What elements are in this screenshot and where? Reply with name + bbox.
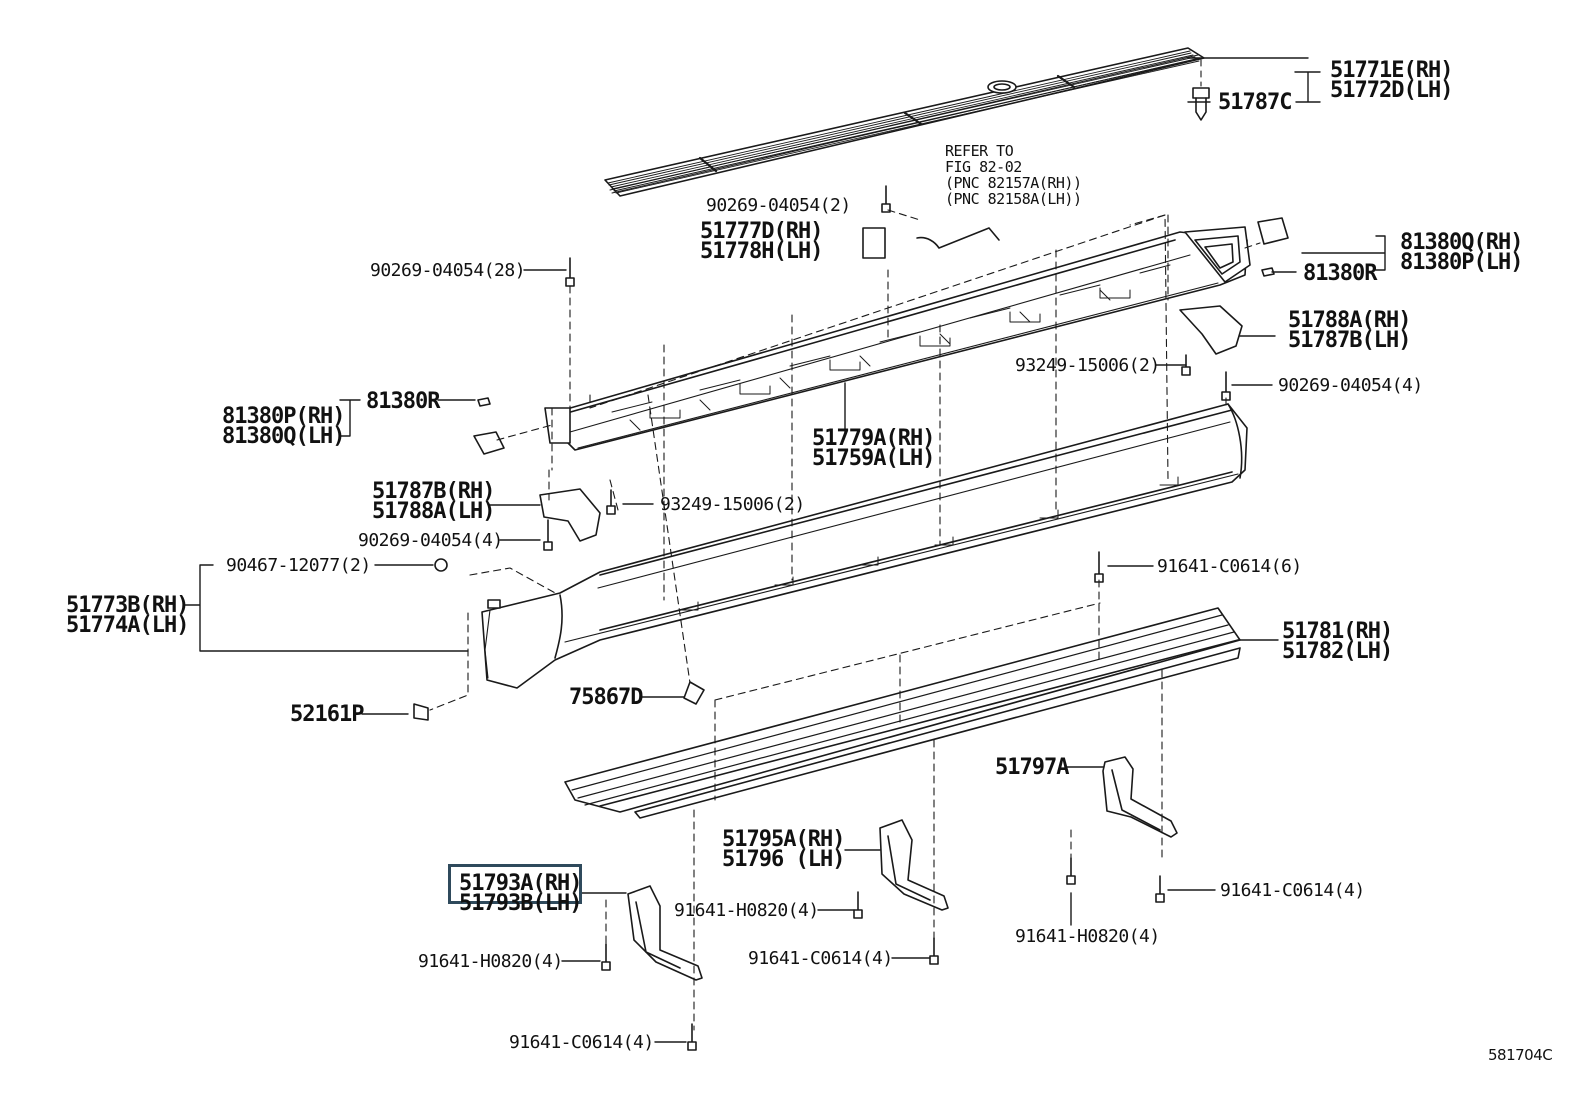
callout-90467-12077: 90467-12077(2)	[226, 556, 371, 575]
callout-line: 81380P(LH)	[1400, 250, 1523, 275]
callout-line: 51793B(LH)	[459, 891, 582, 916]
callout-line: 51795A(RH)	[722, 827, 845, 852]
callout-line: 51771E(RH)	[1330, 58, 1453, 83]
callout-line: 90269-04054(28)	[370, 260, 526, 281]
callout-line: 91641-C0614(4)	[748, 948, 893, 969]
callout-90269-04054-2-top: 90269-04054(2)	[706, 196, 851, 215]
callout-line: 51774A(LH)	[66, 613, 189, 638]
callout-line: 51773B(RH)	[66, 593, 189, 618]
callout-line: (PNC 82158A(LH))	[945, 190, 1082, 208]
callout-93249-15006-left: 93249-15006(2)	[660, 495, 805, 514]
fasteners-illustration	[413, 185, 1289, 1051]
callout-line: 93249-15006(2)	[660, 494, 805, 515]
callout-81380r-bulb-right: 81380R	[1303, 261, 1377, 286]
callout-line: 90269-04054(2)	[706, 195, 851, 216]
callout-line: 90467-12077(2)	[226, 555, 371, 576]
callout-line: 51788A(RH)	[1288, 308, 1411, 333]
callout-91641-h0820-left: 91641-H0820(4)	[418, 952, 563, 971]
callout-line: REFER TO	[945, 142, 1014, 160]
callout-91641-h0820-mid: 91641-H0820(4)	[674, 901, 819, 920]
running-board-illustration	[564, 607, 1241, 819]
callout-line: 51779A(RH)	[812, 426, 935, 451]
callout-91641-c0614-mid: 91641-C0614(4)	[748, 949, 893, 968]
callout-52161p: 52161P	[290, 702, 364, 727]
figure-code: 581704C	[1488, 1046, 1553, 1064]
bracket-51795A-illustration	[879, 819, 949, 911]
alignment-lines	[429, 209, 1261, 1031]
callout-91641-h0820-right: 91641-H0820(4)	[1015, 927, 1160, 946]
callout-line: 91641-H0820(4)	[674, 900, 819, 921]
callout-line: 51782(LH)	[1282, 639, 1393, 664]
callout-51787c-clip: 51787C	[1218, 90, 1292, 115]
callout-line: 51797A	[995, 755, 1069, 780]
callout-line: 51787B(LH)	[1288, 328, 1411, 353]
callout-line: 51787C	[1218, 90, 1292, 115]
callout-line: 51793A(RH)	[459, 871, 582, 896]
callout-line: 90269-04054(4)	[358, 530, 503, 551]
callout-line: 81380R	[366, 389, 440, 414]
bracket-51793A-illustration	[627, 885, 703, 981]
callout-81380q-lamp: 81380Q(RH)81380P(LH)	[1400, 230, 1523, 275]
callout-51781-running-board: 51781(RH)51782(LH)	[1282, 619, 1393, 664]
callout-90269-04054-4-left: 90269-04054(4)	[358, 531, 503, 550]
callout-51793a-bracket-highlighted[interactable]: 51793A(RH)51793B(LH)	[459, 871, 582, 916]
callout-line: 91641-C0614(6)	[1157, 556, 1302, 577]
callout-90269-04054-4-right: 90269-04054(4)	[1278, 376, 1423, 395]
callout-90269-04054-28: 90269-04054(28)	[370, 260, 526, 281]
callout-line: 91641-H0820(4)	[418, 951, 563, 972]
callout-line: 51796 (LH)	[722, 847, 845, 872]
leader-lines	[184, 57, 1386, 1043]
callout-line: 51787B(RH)	[372, 479, 495, 504]
callout-line: 91641-C0614(4)	[509, 1032, 654, 1053]
callout-line: 81380R	[1303, 261, 1377, 286]
callout-line: 51777D(RH)	[700, 219, 823, 244]
step-cover-illustration	[544, 226, 1251, 451]
callout-81380p-lamp: 81380P(RH)81380Q(LH)	[222, 404, 345, 449]
callout-81380r-bulb-left: 81380R	[366, 389, 440, 414]
callout-line: 51772D(LH)	[1330, 78, 1453, 103]
callout-51777d-bracket: 51777D(RH)51778H(LH)	[700, 219, 823, 264]
callout-line: (PNC 82157A(RH))	[945, 174, 1082, 192]
callout-91641-c0614-6: 91641-C0614(6)	[1157, 557, 1302, 576]
callout-51773b-side-step: 51773B(RH)51774A(LH)	[66, 593, 189, 638]
highlight-box	[448, 864, 582, 904]
callout-75867d: 75867D	[569, 685, 643, 710]
side-step-body-illustration	[481, 403, 1248, 689]
callout-line: 91641-H0820(4)	[1015, 926, 1160, 947]
callout-51787b-end-cap-left: 51787B(RH)51788A(LH)	[372, 479, 495, 524]
callout-51797a-bracket: 51797A	[995, 755, 1069, 780]
callout-line: 81380P(RH)	[222, 404, 345, 429]
callout-line: 51788A(LH)	[372, 499, 495, 524]
bracket-51797A-illustration	[1102, 756, 1178, 838]
callout-line: 81380Q(LH)	[222, 424, 345, 449]
callout-91641-c0614-bottom: 91641-C0614(4)	[509, 1033, 654, 1052]
callout-51779a-step-cover: 51779A(RH)51759A(LH)	[812, 426, 935, 471]
callout-93249-15006-right: 93249-15006(2)	[1015, 356, 1160, 375]
callout-line: 51778H(LH)	[700, 239, 823, 264]
callout-line: 51781(RH)	[1282, 619, 1393, 644]
callout-91641-c0614-right: 91641-C0614(4)	[1220, 881, 1365, 900]
callout-line: 81380Q(RH)	[1400, 230, 1523, 255]
callout-line: 93249-15006(2)	[1015, 355, 1160, 376]
callout-51795a-bracket: 51795A(RH)51796 (LH)	[722, 827, 845, 872]
callout-51788a-end-cap-right: 51788A(RH)51787B(LH)	[1288, 308, 1411, 353]
callout-line: 91641-C0614(4)	[1220, 880, 1365, 901]
callout-line: 51759A(LH)	[812, 446, 935, 471]
callout-line: FIG 82-02	[945, 158, 1022, 176]
callout-51771e-scuff-plate: 51771E(RH)51772D(LH)	[1330, 58, 1453, 103]
callout-line: 75867D	[569, 685, 643, 710]
scuff-plate-illustration	[604, 47, 1205, 197]
clip-illustration	[1192, 59, 1210, 121]
callout-line: 90269-04054(4)	[1278, 375, 1423, 396]
callout-line: 52161P	[290, 702, 364, 727]
